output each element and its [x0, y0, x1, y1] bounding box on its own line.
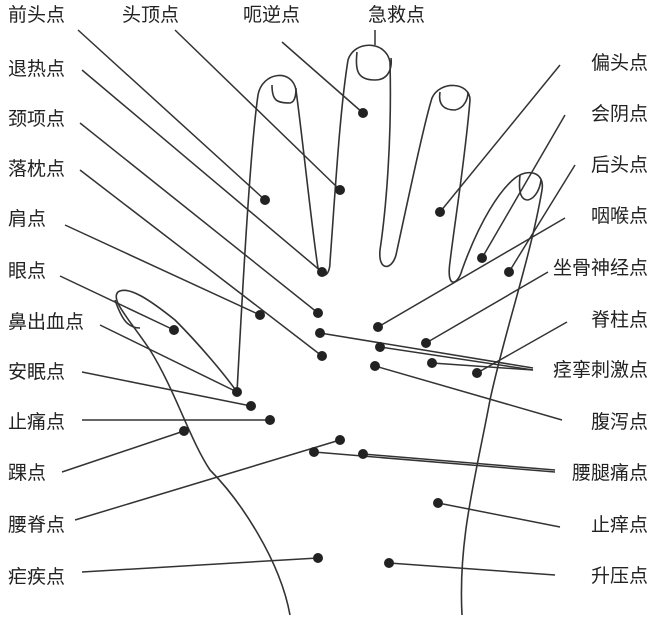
acupoint	[335, 185, 345, 195]
acupoint	[315, 328, 325, 338]
acupoint	[255, 310, 265, 320]
label-zhitong: 止痛点	[8, 411, 66, 433]
acupoint	[370, 361, 380, 371]
acupoint	[317, 267, 327, 277]
acupoint	[317, 351, 327, 361]
label-huai: 踝点	[8, 462, 47, 484]
acupoint	[260, 195, 270, 205]
label-anmian: 安眠点	[8, 361, 66, 383]
acupoint	[435, 207, 445, 217]
acupoint	[472, 368, 482, 378]
label-qiantou: 前头点	[8, 4, 66, 26]
acupoint	[309, 447, 319, 457]
label-touding: 头顶点	[122, 4, 180, 26]
acupoint	[477, 253, 487, 263]
label-huiyin: 会阴点	[590, 103, 648, 125]
acupoint	[504, 267, 514, 277]
acupoint	[421, 338, 431, 348]
label-eni: 呃逆点	[243, 4, 301, 26]
label-houtou: 后头点	[590, 154, 648, 176]
label-yanhou: 咽喉点	[590, 205, 648, 227]
label-jingluancijii: 痉挛刺激点	[552, 359, 648, 381]
acupoint	[313, 553, 323, 563]
acupoint	[358, 108, 368, 118]
label-bichuxue: 鼻出血点	[8, 311, 85, 333]
label-laozhen: 落枕点	[8, 158, 66, 180]
label-yan: 眼点	[8, 260, 47, 282]
label-jizhu: 脊柱点	[590, 309, 648, 331]
acupoint	[384, 558, 394, 568]
label-piantou: 偏头点	[590, 52, 648, 74]
acupoint	[169, 325, 179, 335]
label-fuxie: 腹泻点	[590, 411, 648, 433]
acupoint	[313, 308, 323, 318]
label-zuogushenjing: 坐骨神经点	[552, 257, 648, 279]
label-nueji: 疟疾点	[8, 566, 66, 588]
label-shengya: 升压点	[590, 565, 648, 587]
acupoint	[358, 449, 368, 459]
acupoint	[373, 322, 383, 332]
acupoint	[179, 426, 189, 436]
leader-lines	[59, 29, 576, 576]
acupoint	[265, 415, 275, 425]
label-jingxiang: 颈项点	[8, 108, 66, 130]
label-yaoji: 腰脊点	[8, 514, 66, 536]
acupoint	[232, 387, 242, 397]
acupoint	[427, 358, 437, 368]
acupoints	[169, 108, 514, 568]
acupoint	[246, 401, 256, 411]
acupoint	[433, 498, 443, 508]
acupoint	[335, 435, 345, 445]
label-jijiu: 急救点	[368, 4, 426, 26]
hand-outline	[114, 44, 544, 616]
label-yaotuitong: 腰腿痛点	[571, 462, 648, 484]
acupoint	[375, 342, 385, 352]
label-tuire: 退热点	[8, 58, 66, 80]
label-zhiyang: 止痒点	[590, 514, 648, 536]
label-jian: 肩点	[8, 208, 47, 230]
